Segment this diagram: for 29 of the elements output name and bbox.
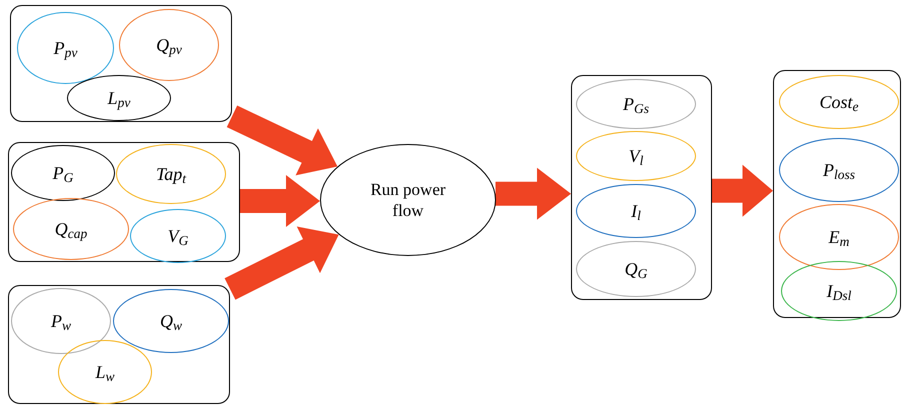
group-box (773, 70, 901, 318)
block-arrow (224, 226, 339, 300)
ellipse-node: Cost$_{e}$ (779, 75, 899, 129)
ellipse-node: P$_{G}$ (11, 145, 115, 201)
ellipse-node: P$_{pv}$ (17, 12, 114, 84)
ellipse-node: I$_{l}$ (576, 184, 696, 238)
block-arrow (240, 175, 320, 227)
ellipse-node: Q$_{pv}$ (119, 9, 219, 81)
ellipse-node: V$_{l}$ (576, 131, 696, 181)
ellipse-node: Q$_{w}$ (113, 289, 229, 353)
ellipse-node: P$_{Gs}$ (576, 79, 696, 129)
group-box (571, 75, 712, 300)
ellipse-node: P$_{loss}$ (779, 138, 899, 202)
ellipse-node: L$_{w}$ (58, 340, 152, 404)
group-box (8, 142, 240, 262)
ellipse-node: E$_{m}$ (779, 204, 899, 270)
block-arrow (712, 164, 773, 217)
ellipse-node: V$_{G}$ (130, 209, 226, 263)
block-arrow (496, 168, 571, 220)
ellipse-node: P$_{w}$ (11, 288, 111, 354)
ellipse-node: I$_{Dsl}$ (781, 261, 897, 321)
group-box (8, 285, 230, 404)
ellipse-node: Q$_{G}$ (576, 241, 696, 297)
ellipse-node: Tap$_{t}$ (116, 144, 226, 204)
ellipse-node: L$_{pv}$ (67, 75, 171, 121)
ellipse-node: Run power flow (320, 144, 496, 256)
ellipse-node: Q$_{cap}$ (13, 198, 129, 260)
block-arrow (226, 106, 338, 176)
group-box (10, 5, 232, 122)
